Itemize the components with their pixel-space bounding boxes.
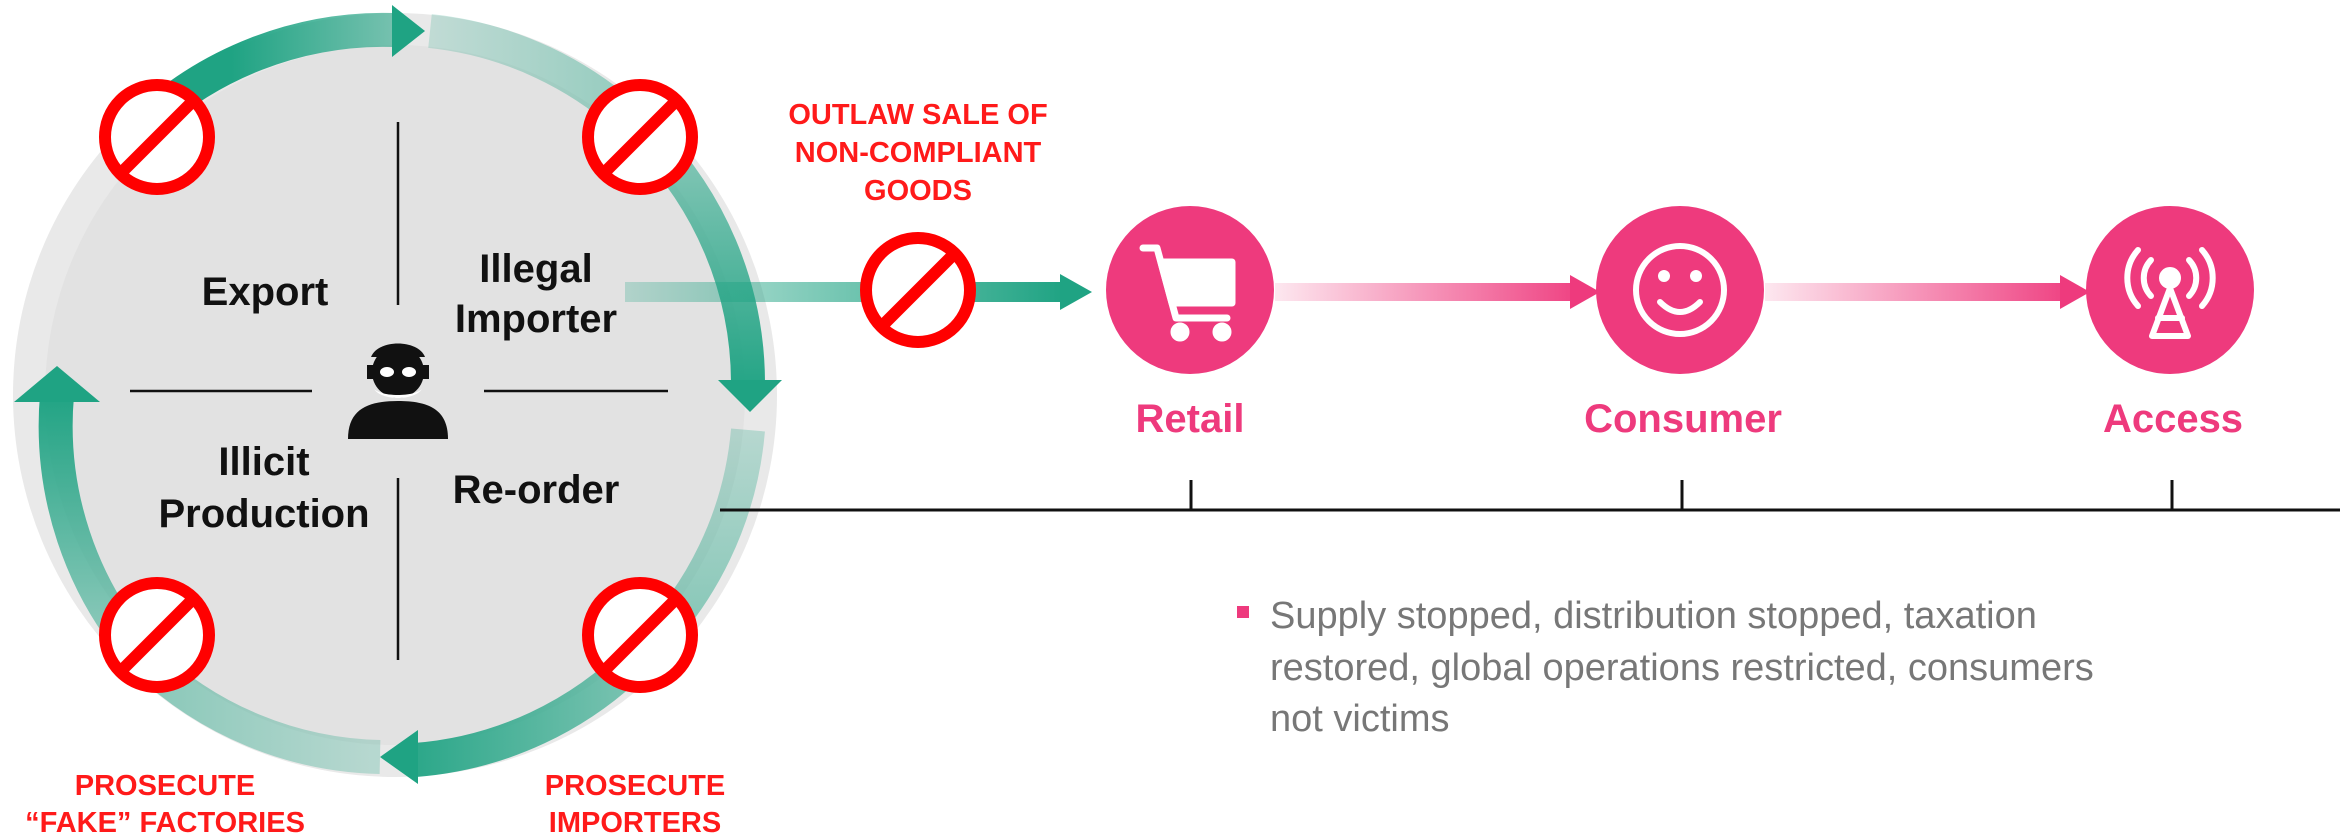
no-entry-icon xyxy=(588,583,692,687)
prosecute-importers-label-line1: PROSECUTE xyxy=(545,770,725,802)
quadrant-dividers xyxy=(130,122,668,660)
outlaw-sale-label-line3: GOODS xyxy=(864,175,972,207)
stage-label-retail: Retail xyxy=(1136,397,1245,441)
bullet-line-2: restored, global operations restricted, … xyxy=(1270,647,2094,689)
illegal-importer-label-line1: Illegal xyxy=(479,247,592,291)
no-entry-icon xyxy=(105,583,209,687)
bullet-line-3: not victims xyxy=(1270,698,1449,740)
cycle-arrowhead-bottom xyxy=(380,730,418,784)
illicit-production-label-line2: Production xyxy=(158,492,369,536)
shopping-cart-icon xyxy=(1139,244,1236,342)
prosecute-factories-label-line1: PROSECUTE xyxy=(75,770,255,802)
smiley-face-icon xyxy=(1633,243,1727,337)
cycle-arrowhead-top xyxy=(392,5,425,57)
illegal-importer-label-line2: Importer xyxy=(455,297,617,341)
consumer-to-access-arrow xyxy=(1765,275,2090,309)
timeline-axis xyxy=(720,480,2340,512)
no-entry-icon xyxy=(866,238,970,342)
bullet-line-1: Supply stopped, distribution stopped, ta… xyxy=(1270,595,2037,637)
reorder-label: Re-order xyxy=(453,468,620,512)
retail-to-consumer-arrow xyxy=(1275,275,1600,309)
stage-label-consumer: Consumer xyxy=(1584,397,1782,441)
prosecute-importers-label-line2: IMPORTERS xyxy=(549,807,721,835)
stage-consumer: Consumer xyxy=(1584,206,1782,441)
cycle-arrowhead-right xyxy=(718,380,782,412)
stage-access: Access xyxy=(2086,206,2254,441)
outlaw-sale-label-line1: OUTLAW SALE OF xyxy=(788,99,1047,131)
no-entry-icon xyxy=(588,85,692,189)
bullet-marker xyxy=(1237,606,1249,618)
outcome-bullet: Supply stopped, distribution stopped, ta… xyxy=(1237,595,2094,740)
stage-label-access: Access xyxy=(2103,397,2243,441)
outlaw-sale-label-line2: NON-COMPLIANT xyxy=(795,137,1042,169)
prosecute-factories-label-line2: “FAKE” FACTORIES xyxy=(25,807,305,835)
broadcast-tower-icon xyxy=(2124,247,2216,339)
stage-retail: Retail xyxy=(1106,206,1274,441)
supply-cycle: Export Illegal Importer Illicit Producti… xyxy=(13,5,782,784)
criminal-masked-person-icon xyxy=(348,343,448,439)
illicit-production-label-line1: Illicit xyxy=(218,440,309,484)
export-label: Export xyxy=(202,270,329,314)
cycle-arrowhead-left xyxy=(14,366,100,402)
no-entry-icon xyxy=(105,85,209,189)
